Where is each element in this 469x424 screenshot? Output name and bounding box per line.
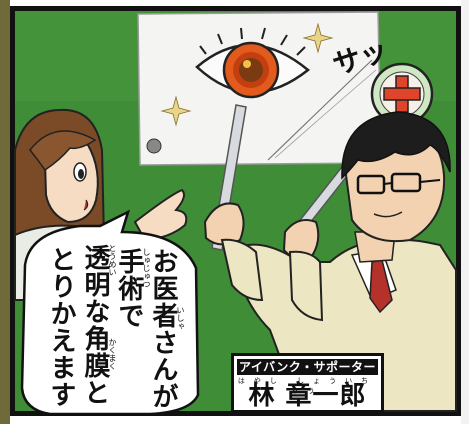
eye-occluder-stick: [195, 27, 310, 251]
speech-line-4: とりかえます: [46, 246, 76, 408]
speech-line-3: 透明な角膜と: [80, 244, 110, 406]
caption-name: 林 章一郎: [248, 381, 367, 411]
speech-line-1: お医者さんが: [148, 248, 178, 410]
caption-name-furigana: はやし しょういちろう: [237, 377, 378, 395]
sparkle-icon: [302, 22, 334, 54]
doctor-character: [203, 111, 457, 412]
caption-organization: アイバンク・サポーター: [237, 359, 378, 375]
pointing-hand-icon: [133, 188, 188, 242]
furigana-shujutsu: しゅじゅつ: [142, 248, 151, 288]
page-margin: [461, 0, 469, 424]
doctor-hand-left: [203, 202, 245, 246]
furigana-isha: いしゃ: [176, 306, 185, 330]
sparkle-icon: [160, 95, 192, 127]
furigana-toumei: とうめい: [108, 244, 117, 276]
speech-bubble: [20, 209, 200, 416]
speech-line-2: 手術で: [114, 248, 144, 329]
previous-panel-edge: [0, 0, 10, 424]
furigana-kakumaku: かくまく: [108, 338, 117, 370]
name-caption: アイバンク・サポーター はやし しょういちろう 林 章一郎: [231, 353, 384, 413]
